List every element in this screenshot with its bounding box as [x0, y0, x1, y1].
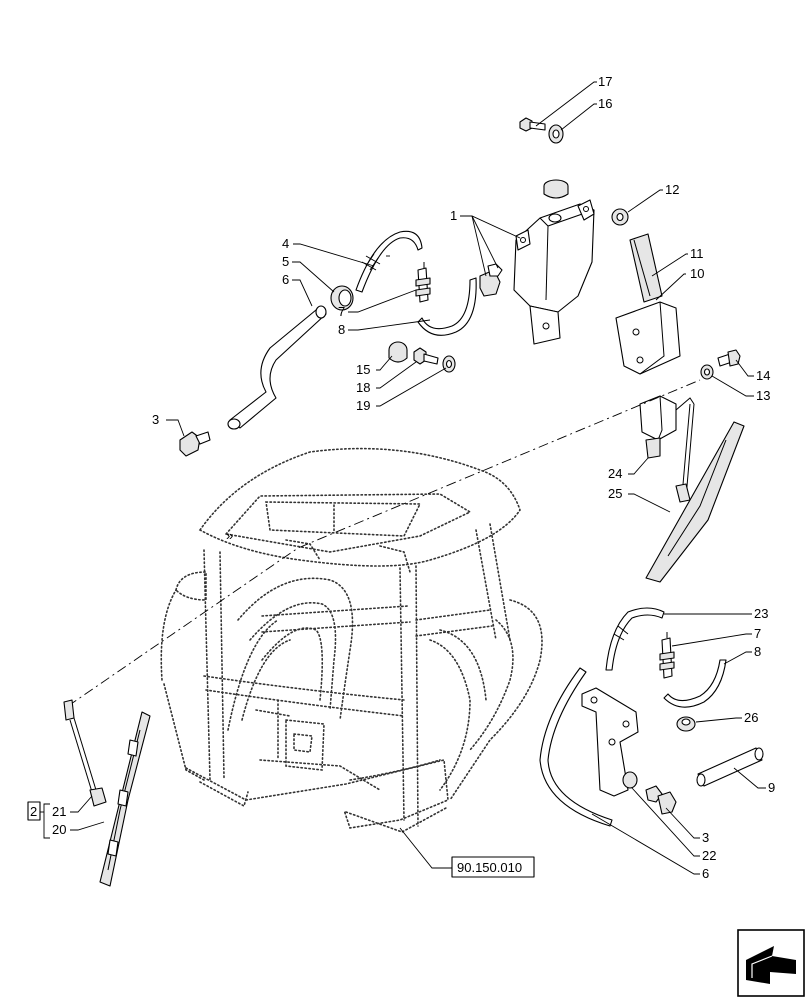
grommet-5	[330, 285, 354, 311]
callout-6-top: 6	[282, 272, 289, 287]
callout-19: 19	[356, 398, 370, 413]
callout-3-right: 3	[702, 830, 709, 845]
kit-number: 2	[30, 804, 37, 819]
callout-23: 23	[754, 606, 768, 621]
callout-25: 25	[608, 486, 622, 501]
next-page-arrow-icon[interactable]	[737, 929, 805, 997]
callout-16: 16	[598, 96, 612, 111]
callout-12: 12	[665, 182, 679, 197]
tube-9	[696, 747, 764, 787]
callout-8-top: 8	[338, 322, 345, 337]
hose-6-top	[227, 305, 327, 430]
wiper-arm-21	[63, 699, 107, 807]
bracket-10	[615, 301, 681, 375]
bracket-22	[581, 687, 639, 797]
callout-10: 10	[690, 266, 704, 281]
hose-4	[355, 230, 423, 293]
callout-21: 21	[52, 804, 66, 819]
bolt-17	[519, 117, 546, 132]
callout-20: 20	[52, 822, 66, 837]
callout-8-right: 8	[754, 644, 761, 659]
jet-nozzle-3-right	[645, 785, 677, 815]
grommet-26	[676, 716, 696, 732]
callout-7-top: 7	[338, 304, 345, 319]
callout-14: 14	[756, 368, 770, 383]
reference-box[interactable]	[451, 856, 535, 878]
wiper-blade-25	[645, 403, 745, 583]
callout-22: 22	[702, 848, 716, 863]
hose-6-right	[539, 667, 613, 827]
spacer-15	[388, 341, 408, 363]
callout-15: 15	[356, 362, 370, 377]
leader-lines	[70, 81, 766, 875]
reference-label[interactable]: 90.150.010	[457, 860, 522, 875]
callout-7-right: 7	[754, 626, 761, 641]
wiper-blade-20	[99, 711, 151, 887]
cab-mark: »	[226, 528, 233, 543]
callout-6-right: 6	[702, 866, 709, 881]
callout-17: 17	[598, 74, 612, 89]
hose-8-top	[417, 277, 477, 336]
kit-bracket	[27, 801, 50, 839]
jet-nozzle-3-top	[179, 431, 211, 457]
callout-26: 26	[744, 710, 758, 725]
callout-11: 11	[690, 246, 704, 261]
kit-box	[27, 801, 41, 821]
wiper-motor-24	[639, 395, 695, 459]
callout-18: 18	[356, 380, 370, 395]
hose-23	[605, 607, 665, 671]
washer-tank-1	[479, 179, 595, 345]
pad-11	[629, 233, 663, 303]
connector-7-top	[415, 262, 431, 303]
bolt-14	[717, 349, 741, 367]
callout-24: 24	[608, 466, 622, 481]
cab-frame	[160, 447, 543, 833]
washer-13	[700, 364, 714, 380]
assembly-line	[67, 379, 701, 707]
callout-3-top: 3	[152, 412, 159, 427]
bolt-18	[413, 347, 439, 365]
nut-12	[611, 208, 629, 226]
callout-labels: 17 16 12 1 4 5 6 7 8 11 10 3 15 18 19 14…	[30, 74, 775, 881]
reference-link[interactable]: 90.150.010	[451, 856, 535, 878]
washer-16	[548, 124, 564, 144]
callout-1: 1	[450, 208, 457, 223]
connector-7-right	[659, 632, 675, 679]
callout-13: 13	[756, 388, 770, 403]
washer-19	[442, 355, 456, 373]
hose-8-right	[663, 659, 727, 708]
callout-5: 5	[282, 254, 289, 269]
callout-9: 9	[768, 780, 775, 795]
callout-4: 4	[282, 236, 289, 251]
